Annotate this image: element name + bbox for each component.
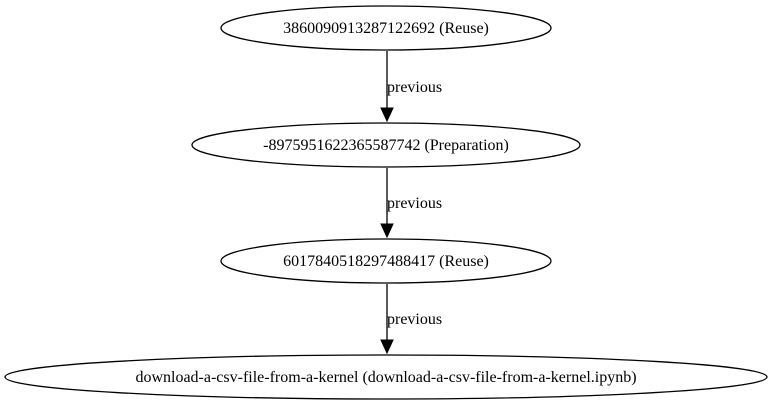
arrow-head-icon <box>380 107 394 123</box>
edge-previous-2: previous <box>380 168 442 239</box>
node-label: 6017840518297488417 (Reuse) <box>283 253 489 270</box>
node-reuse-middle[interactable]: 6017840518297488417 (Reuse) <box>220 238 552 284</box>
node-notebook[interactable]: download-a-csv-file-from-a-kernel (downl… <box>4 354 768 400</box>
edge-label: previous <box>387 195 442 212</box>
edge-previous-3: previous <box>380 284 442 355</box>
node-label: download-a-csv-file-from-a-kernel (downl… <box>135 369 636 386</box>
edge-label: previous <box>387 311 442 328</box>
node-label: 3860090913287122692 (Reuse) <box>283 20 489 37</box>
arrow-head-icon <box>380 339 394 355</box>
edge-previous-1: previous <box>380 51 442 123</box>
edge-label: previous <box>387 79 442 96</box>
node-reuse-top[interactable]: 3860090913287122692 (Reuse) <box>220 5 552 51</box>
arrow-head-icon <box>380 223 394 239</box>
node-preparation[interactable]: -8975951622365587742 (Preparation) <box>191 122 581 168</box>
node-label: -8975951622365587742 (Preparation) <box>263 137 509 154</box>
